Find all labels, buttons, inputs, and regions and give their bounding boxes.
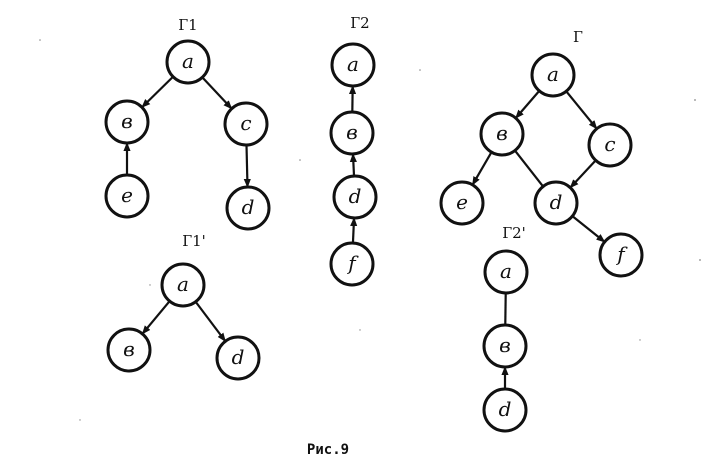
- figure-caption: Рис.9: [307, 442, 349, 458]
- node-b: в: [482, 323, 528, 369]
- node-label: d: [550, 190, 563, 214]
- node-circle: [533, 180, 579, 226]
- edge-a-d: [194, 301, 227, 342]
- node-circle: [483, 249, 529, 295]
- node-a: a: [483, 249, 529, 295]
- graph-g1p: Г1' a в d: [106, 232, 261, 381]
- node-circle: [223, 101, 269, 147]
- node-circle: [165, 39, 211, 85]
- node-circle: [160, 262, 206, 308]
- node-d: d: [332, 174, 378, 220]
- node-circle: [225, 185, 271, 231]
- node-a: a: [165, 39, 211, 85]
- edge-c-d: [243, 144, 251, 188]
- graph-g1: Г1 a в c e d: [104, 16, 271, 231]
- edge-b-d: [514, 149, 544, 188]
- graph-title: Г1': [182, 232, 206, 250]
- node-a: a: [530, 52, 576, 98]
- node-circle: [330, 42, 376, 88]
- edge-a-c: [565, 90, 598, 130]
- node-e: e: [104, 173, 150, 219]
- node-b: в: [106, 327, 152, 373]
- node-circle: [439, 180, 485, 226]
- edge-d-f: [571, 215, 606, 243]
- node-label: a: [547, 62, 559, 86]
- node-a: a: [160, 262, 206, 308]
- node-b: в: [479, 111, 525, 157]
- node-label: c: [240, 111, 251, 135]
- graph-g2p: Г2' a в d: [482, 224, 529, 433]
- graph-title: Г: [573, 28, 583, 46]
- edge-d-b: [349, 153, 357, 177]
- node-circle: [215, 335, 261, 381]
- edge-a-c: [201, 76, 233, 110]
- node-label: c: [604, 132, 615, 156]
- graph-g2: Г2 a в d f: [329, 14, 378, 287]
- node-f: f: [598, 232, 644, 278]
- node-circle: [104, 99, 150, 145]
- graph-title: Г2': [502, 224, 526, 242]
- node-label: e: [456, 190, 468, 214]
- node-e: e: [439, 180, 485, 226]
- graph-title: Г1: [178, 16, 197, 34]
- node-label: в: [346, 120, 358, 144]
- node-d: d: [533, 180, 579, 226]
- edge-a-b: [141, 75, 174, 109]
- node-label: d: [242, 195, 255, 219]
- node-c: c: [587, 122, 633, 168]
- node-d: d: [225, 185, 271, 231]
- edge-c-d: [569, 159, 597, 189]
- node-label: a: [177, 272, 189, 296]
- scan-noise: [39, 39, 701, 421]
- node-label: в: [499, 333, 511, 357]
- node-f: f: [329, 241, 375, 287]
- node-label: a: [182, 49, 194, 73]
- node-label: a: [500, 259, 512, 283]
- edge-a-b: [141, 300, 171, 335]
- node-circle: [104, 173, 150, 219]
- node-b: в: [329, 110, 375, 156]
- node-circle: [479, 111, 525, 157]
- node-label: в: [121, 109, 133, 133]
- node-circle: [482, 323, 528, 369]
- node-circle: [329, 241, 375, 287]
- graph-g: Гa в c e d f: [439, 28, 644, 278]
- node-label: d: [232, 345, 245, 369]
- node-label: d: [499, 397, 512, 421]
- graph-title: Г2: [350, 14, 369, 32]
- node-d: d: [215, 335, 261, 381]
- node-label: в: [496, 121, 508, 145]
- node-circle: [587, 122, 633, 168]
- edge-a-b: [514, 90, 541, 119]
- node-b: в: [104, 99, 150, 145]
- node-a: a: [330, 42, 376, 88]
- node-circle: [332, 174, 378, 220]
- node-label: в: [123, 337, 135, 361]
- node-d: d: [482, 387, 528, 433]
- edge-f-d: [350, 217, 358, 244]
- node-circle: [106, 327, 152, 373]
- node-circle: [329, 110, 375, 156]
- node-c: c: [223, 101, 269, 147]
- edge-b-e: [471, 151, 493, 186]
- node-label: e: [121, 183, 133, 207]
- node-circle: [482, 387, 528, 433]
- node-label: a: [347, 52, 359, 76]
- node-label: d: [349, 184, 362, 208]
- node-circle: [598, 232, 644, 278]
- node-circle: [530, 52, 576, 98]
